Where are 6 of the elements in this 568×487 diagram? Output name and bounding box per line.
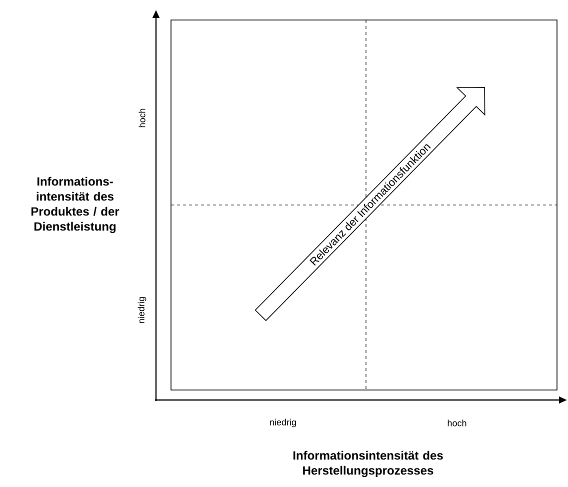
axis-tick-label: hoch [448,420,466,426]
axis-tick-label: hoch [138,108,146,128]
axis-title: Informationsintensität des Herstellungsprozesses [293,450,443,478]
axis-tick-label: niedrig [270,418,296,428]
axis-title: Informations- intensität des Produktes / der Dienstleistung [31,176,120,234]
axis-tick-label: niedrig [138,297,146,323]
